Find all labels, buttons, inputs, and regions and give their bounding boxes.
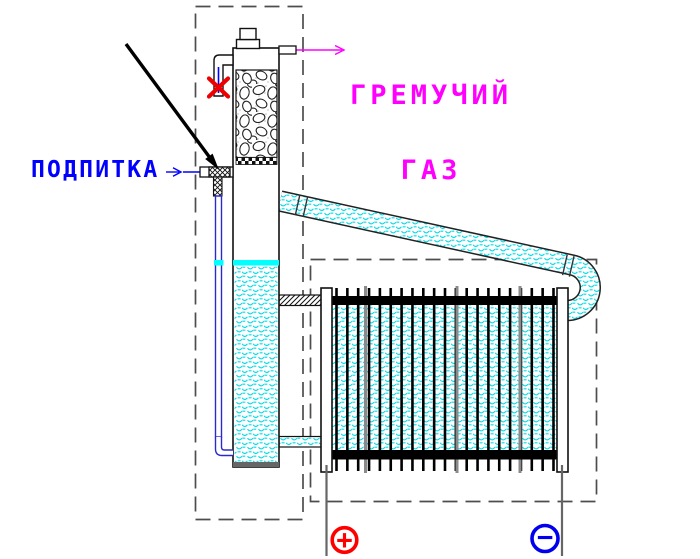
negative-terminal-icon: − (530, 522, 560, 554)
upper-connection-pipe (278, 294, 323, 307)
top-busbar (331, 296, 559, 305)
gas-outlet-stub (278, 45, 297, 55)
top-plug (239, 27, 257, 41)
feed-tube-elbow (214, 437, 233, 457)
positive-terminal-icon: + (330, 525, 359, 556)
annotation-arrow (124, 42, 219, 170)
right-dashed-enclosure (309, 258, 598, 503)
feed-valve-stem (212, 176, 223, 197)
positive-symbol: + (336, 525, 352, 556)
electrolyzer-cell (278, 286, 569, 473)
feed-label: ПОДПИТКА (31, 157, 160, 183)
electrolyzer-tie-rods (364, 286, 522, 473)
feed-valve (208, 166, 231, 178)
lower-connection-pipe (278, 435, 323, 448)
sloped-transfer-pipe (277, 190, 601, 322)
pipe-couplings (294, 194, 575, 277)
left-end-plate (320, 287, 333, 473)
bottom-busbar (331, 450, 559, 460)
gas-leader-arrow (296, 44, 346, 56)
separator-column (232, 27, 297, 468)
gas-label-line1: ГРЕМУЧИЙ (349, 80, 513, 111)
column-water (234, 265, 278, 462)
bed-support-grid (235, 157, 278, 165)
feed-leader-arrowhead-icon (172, 167, 183, 177)
power-wires (325, 465, 564, 556)
column-bottom (233, 462, 279, 467)
feed-assembly (199, 166, 234, 457)
annotation-arrowhead-icon (205, 153, 219, 170)
negative-symbol: − (537, 522, 553, 553)
feed-tube (214, 195, 223, 438)
feed-tube-level-tick (214, 260, 224, 266)
feed-tube-elbow-fill (215, 437, 233, 456)
packing-bed (235, 69, 278, 159)
top-flange (235, 38, 261, 50)
gas-label-line2: ГАЗ (400, 155, 462, 186)
water-level-line (233, 260, 279, 266)
blocked-downpipe (206, 54, 234, 99)
feed-leader-arrow (166, 167, 201, 177)
blocked-cross-icon (206, 76, 231, 99)
gas-leader-arrowhead-icon (334, 44, 346, 56)
left-dashed-enclosure (194, 5, 304, 521)
right-end-plate (556, 287, 569, 473)
gas-label: ГРЕМУЧИЙ ГАЗ (348, 33, 514, 233)
